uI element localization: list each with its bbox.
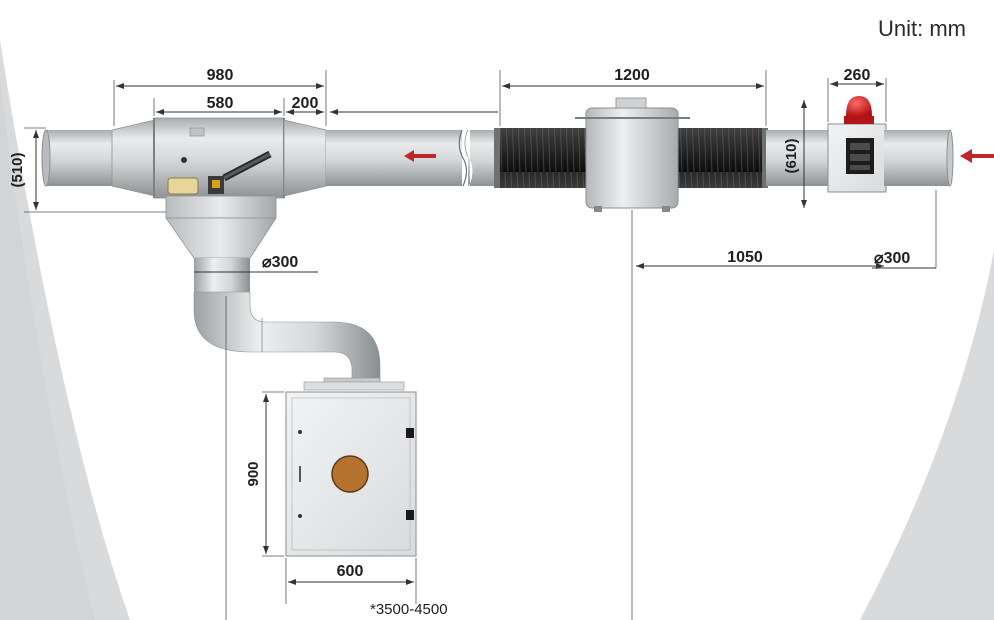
dim-510: (510) [9,152,26,187]
arrow-left-icon [960,149,994,163]
dim-580: 580 [207,95,234,112]
collector-box [285,381,417,557]
dimension-lines [24,70,937,620]
unit-label: Unit: mm [878,16,966,41]
dim-total-height: *3500-4500 [370,601,448,618]
dim-610: (610) [783,138,800,173]
dim-260: 260 [844,67,871,84]
dim-980: 980 [207,67,234,84]
arrow-left-icon [404,150,436,162]
damper-details [167,127,272,195]
dim-1200: 1200 [614,67,650,84]
dim-drop-diameter: ⌀300 [262,254,298,271]
dim-inlet-diameter: ⌀300 [874,250,910,267]
dim-200: 200 [292,95,319,112]
beacon-light-icon [844,96,874,124]
dim-600: 600 [337,563,364,580]
drop-pipe [165,195,381,385]
dim-1050: 1050 [727,249,763,266]
dim-900: 900 [245,461,262,486]
